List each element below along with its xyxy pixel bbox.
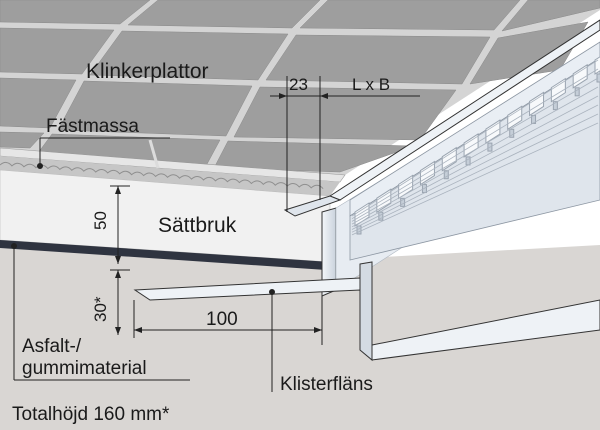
base-thickness-value: 30* bbox=[91, 296, 110, 322]
grating-bar-tab bbox=[552, 101, 558, 111]
joint-gap-dimension bbox=[270, 76, 420, 212]
grating-crossbar bbox=[351, 59, 599, 217]
tiles-label: Klinkerplattor bbox=[86, 60, 209, 83]
membrane-label-line1: Asfalt-/ bbox=[22, 336, 82, 357]
membrane-label-line2: gummimaterial bbox=[22, 358, 147, 379]
grating-crossbar bbox=[351, 77, 599, 222]
grating-bars bbox=[351, 56, 600, 236]
grating-crossbar bbox=[351, 104, 599, 230]
grating-crossbar bbox=[351, 113, 599, 233]
total-height-label: Totalhöjd 160 mm* bbox=[12, 404, 170, 425]
screed-thickness-value: 50 bbox=[91, 211, 110, 230]
grating-size-value: L x B bbox=[352, 75, 390, 94]
grating-crossbar bbox=[351, 122, 599, 236]
tile-grid bbox=[0, 0, 600, 173]
grating-bar-tab bbox=[574, 87, 580, 97]
screed-dimension bbox=[110, 185, 130, 264]
adhesive-label: Fästmassa bbox=[46, 116, 139, 137]
grating-bar-tab bbox=[596, 73, 600, 83]
flange-label: Klisterfläns bbox=[280, 374, 373, 395]
adhesive-ridges bbox=[0, 161, 324, 190]
grating-bar bbox=[507, 105, 523, 131]
grating-crossbar bbox=[351, 95, 599, 228]
leader-lines bbox=[11, 137, 275, 392]
grating-crossbar bbox=[351, 86, 599, 225]
grating-bar-tab bbox=[465, 156, 471, 166]
grating-bar bbox=[376, 188, 392, 214]
grating-bar-tab bbox=[443, 170, 449, 180]
membrane-layer bbox=[0, 240, 360, 272]
screed-label: Sättbruk bbox=[158, 214, 237, 237]
base-dimension bbox=[110, 269, 130, 335]
grating-bar bbox=[485, 119, 501, 145]
joint-gap-value: 23 bbox=[289, 75, 308, 94]
flange-width-value: 100 bbox=[206, 309, 238, 330]
grating-bar-tab bbox=[356, 225, 362, 235]
grating-crossbar bbox=[351, 68, 599, 220]
flange-width-dimension bbox=[133, 296, 323, 345]
grating-bar-tab bbox=[400, 197, 406, 207]
grating-bar-tab bbox=[509, 128, 515, 138]
